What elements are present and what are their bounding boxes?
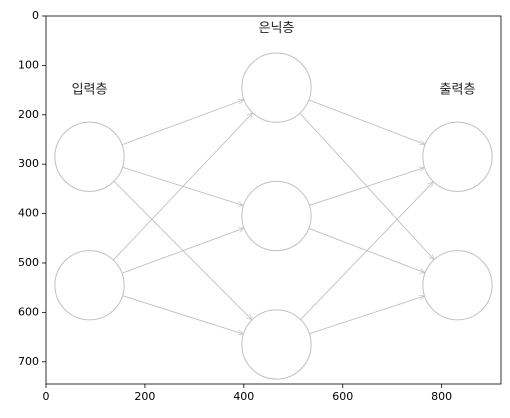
edge-arrow bbox=[300, 182, 433, 320]
layer-label-0: 입력층 bbox=[72, 83, 108, 98]
edge-arrow bbox=[309, 296, 424, 335]
edge-arrow bbox=[122, 295, 244, 334]
edge-arrow bbox=[121, 228, 244, 274]
y-tick-label: 700 bbox=[18, 355, 39, 368]
node-hidden-1 bbox=[241, 52, 312, 123]
y-tick-label: 100 bbox=[18, 58, 39, 71]
edge-arrow bbox=[121, 100, 244, 146]
x-tick-label: 200 bbox=[134, 390, 155, 403]
y-tick-label: 300 bbox=[18, 157, 39, 170]
x-tick-label: 400 bbox=[233, 390, 254, 403]
x-tick-label: 800 bbox=[431, 390, 452, 403]
y-tick-label: 600 bbox=[18, 305, 39, 318]
node-output-1 bbox=[422, 121, 493, 192]
x-tick-label: 600 bbox=[332, 390, 353, 403]
y-tick-label: 200 bbox=[18, 108, 39, 121]
y-tick-label: 400 bbox=[18, 207, 39, 220]
node-output-2 bbox=[422, 250, 493, 321]
x-tick-label: 0 bbox=[43, 390, 50, 403]
edge-arrow bbox=[308, 99, 425, 144]
y-tick-label: 0 bbox=[32, 9, 39, 22]
node-input-2 bbox=[54, 250, 125, 321]
node-hidden-3 bbox=[241, 309, 312, 380]
node-input-1 bbox=[54, 121, 125, 192]
node-hidden-2 bbox=[241, 180, 312, 252]
y-tick-label: 500 bbox=[18, 256, 39, 269]
layer-label-2: 출력층 bbox=[440, 83, 476, 98]
edge-arrow bbox=[309, 168, 424, 206]
edge-arrow bbox=[112, 113, 252, 261]
layer-label-1: 은닉층 bbox=[259, 21, 295, 36]
axes-frame bbox=[45, 15, 502, 385]
